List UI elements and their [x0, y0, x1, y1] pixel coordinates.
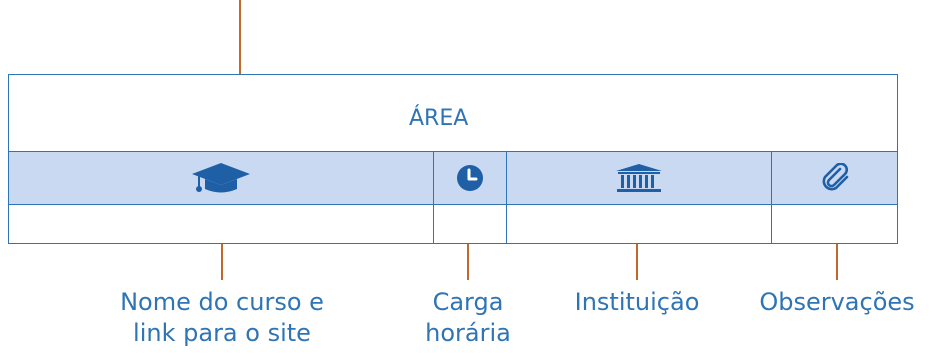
header-hours-cell: [434, 152, 507, 204]
area-row: ÁREA: [9, 75, 897, 152]
header-notes-cell: [772, 152, 897, 204]
clock-icon: [456, 164, 484, 192]
workload-caption-line-2: horária: [425, 319, 511, 347]
paperclip-icon: [820, 162, 850, 193]
header-institution-cell: [507, 152, 772, 204]
notes-caption-line-1: Observações: [759, 288, 915, 316]
workload-caption-line-1: Carga: [432, 288, 504, 316]
body-row: [9, 205, 897, 243]
graduation-cap-icon: [190, 161, 252, 195]
area-label: ÁREA: [409, 106, 469, 131]
body-notes-cell: [772, 205, 897, 243]
course-table: ÁREA: [8, 74, 898, 244]
workload-caption: Carga horária: [418, 287, 518, 349]
body-hours-cell: [434, 205, 507, 243]
body-course-cell: [9, 205, 434, 243]
institution-building-icon: [615, 163, 663, 193]
header-course-cell: [9, 152, 434, 204]
institution-caption: Instituição: [552, 287, 722, 318]
body-institution-cell: [507, 205, 772, 243]
institution-caption-line-1: Instituição: [574, 288, 700, 316]
course-name-caption-line-2: link para o site: [133, 319, 311, 347]
course-name-caption-line-1: Nome do curso e: [120, 288, 324, 316]
header-row: [9, 152, 897, 205]
notes-caption: Observações: [742, 287, 932, 318]
course-name-caption: Nome do curso e link para o site: [102, 287, 342, 349]
